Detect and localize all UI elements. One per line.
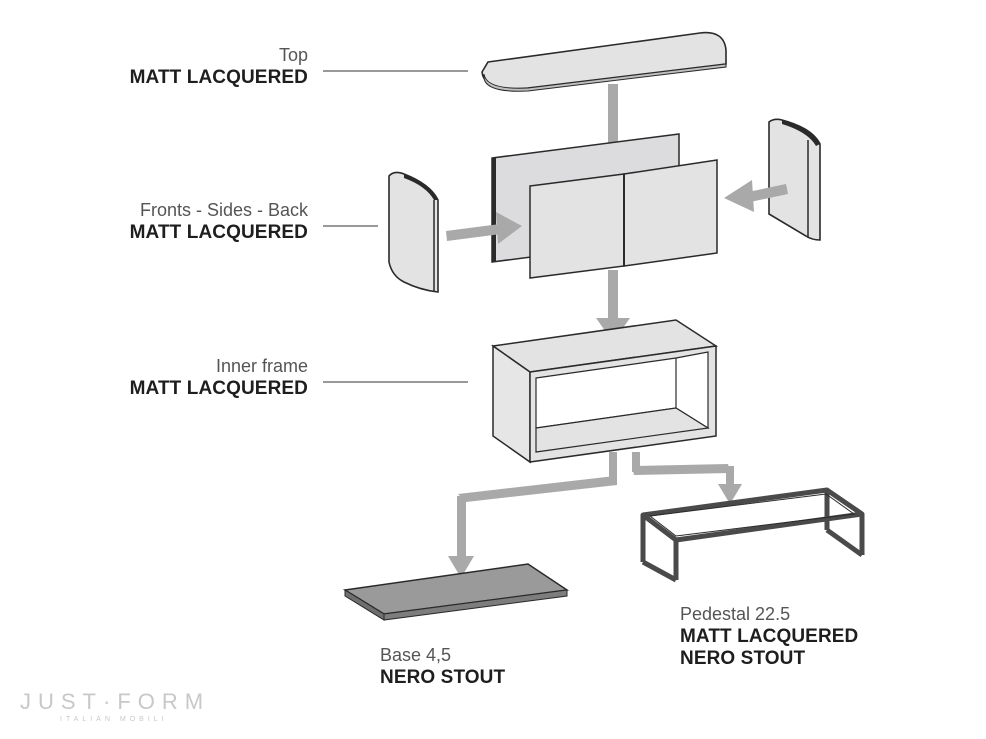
front-doors: [529, 159, 718, 279]
label-base-finish: NERO STOUT: [380, 666, 506, 688]
top-panel: [481, 31, 727, 92]
arrow-to-base: [448, 452, 617, 578]
label-top-finish: MATT LACQUERED: [129, 66, 308, 88]
brand-logo: JUST·FORM: [20, 689, 211, 714]
label-top: Top MATT LACQUERED: [130, 45, 308, 89]
label-base-name: Base 4,5: [380, 645, 452, 665]
arrow-right-side-in: [724, 180, 788, 212]
arrow-to-pedestal: [632, 452, 742, 504]
pedestal-frame: [640, 487, 865, 583]
label-pedestal-name: Pedestal 22.5: [680, 604, 791, 624]
arrow-left-side-in: [446, 212, 522, 244]
right-side-panel: [768, 118, 821, 241]
label-top-name: Top: [278, 45, 308, 65]
base-panel: [342, 563, 570, 621]
label-inner-name: Inner frame: [215, 356, 308, 376]
label-pedestal-finish-1: MATT LACQUERED: [680, 625, 859, 647]
pedestal-inner-lines: [648, 493, 856, 537]
label-fronts-finish: MATT LACQUERED: [129, 221, 308, 243]
label-pedestal: Pedestal 22.5 MATT LACQUERED NERO STOUT: [680, 604, 858, 671]
label-inner: Inner frame MATT LACQUERED: [130, 356, 308, 400]
label-pedestal-finish-2: NERO STOUT: [680, 648, 806, 670]
label-base: Base 4,5 NERO STOUT: [380, 645, 505, 689]
label-fronts: Fronts - Sides - Back MATT LACQUERED: [130, 200, 308, 244]
label-inner-finish: MATT LACQUERED: [129, 377, 308, 399]
brand-logo-subtitle: ITALIAN MOBILI: [60, 716, 168, 723]
inner-frame: [491, 319, 719, 464]
left-side-panel: [388, 171, 439, 293]
label-fronts-name: Fronts - Sides - Back: [139, 200, 308, 220]
